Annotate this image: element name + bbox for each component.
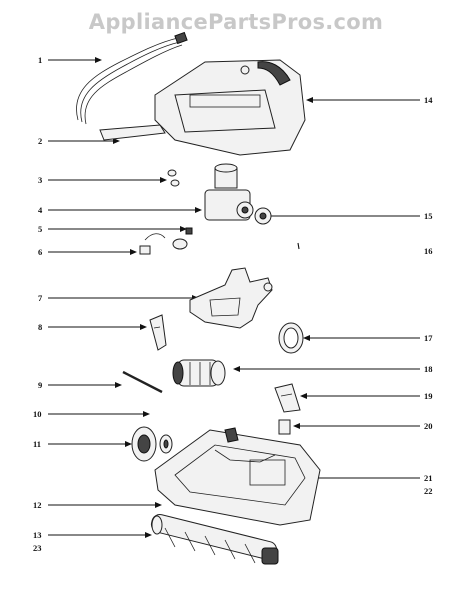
bracket-part bbox=[149, 314, 167, 351]
callout-23: 23 bbox=[33, 543, 42, 553]
callout-11: 11 bbox=[33, 439, 41, 449]
wheel-part bbox=[131, 426, 157, 462]
block-part bbox=[278, 419, 291, 435]
motor-part bbox=[172, 359, 226, 387]
callout-20: 20 bbox=[424, 421, 433, 431]
small-washer-part bbox=[159, 434, 173, 454]
callout-15: 15 bbox=[424, 211, 433, 221]
callout-8: 8 bbox=[38, 322, 42, 332]
handle-housing-part bbox=[154, 59, 306, 156]
clip-part bbox=[274, 383, 301, 413]
frame-part bbox=[189, 267, 273, 329]
callout-labels: 1 2 3 4 5 6 7 8 9 10 11 12 13 23 14 15 1… bbox=[33, 55, 433, 553]
callout-19: 19 bbox=[424, 391, 433, 401]
watermark: AppliancePartsPros.com bbox=[88, 10, 384, 34]
callout-22: 22 bbox=[424, 486, 433, 496]
brushroll-part bbox=[150, 513, 279, 565]
callout-9: 9 bbox=[38, 380, 42, 390]
base-housing-part bbox=[154, 427, 321, 526]
callout-5: 5 bbox=[38, 224, 42, 234]
callout-2: 2 bbox=[38, 136, 42, 146]
leader-lines bbox=[48, 59, 420, 536]
callout-4: 4 bbox=[38, 205, 43, 215]
nozzle-part bbox=[204, 163, 254, 221]
callout-6: 6 bbox=[38, 247, 42, 257]
power-cord-part bbox=[76, 31, 188, 125]
callout-14: 14 bbox=[424, 95, 433, 105]
callout-13: 13 bbox=[33, 530, 42, 540]
axle-rod-part bbox=[122, 370, 163, 394]
strip-part bbox=[99, 124, 166, 141]
callout-12: 12 bbox=[33, 500, 42, 510]
callout-21: 21 bbox=[424, 473, 433, 483]
callout-10: 10 bbox=[33, 409, 42, 419]
callout-16: 16 bbox=[424, 246, 433, 256]
callout-7: 7 bbox=[38, 293, 43, 303]
switch-part bbox=[139, 227, 193, 255]
pin-part bbox=[297, 242, 300, 250]
callout-1: 1 bbox=[38, 55, 42, 65]
knob-part bbox=[167, 169, 180, 187]
callout-17: 17 bbox=[424, 333, 433, 343]
callout-18: 18 bbox=[424, 364, 433, 374]
belt-ring-part bbox=[278, 322, 304, 354]
callout-3: 3 bbox=[38, 175, 42, 185]
washer-part bbox=[254, 207, 272, 225]
